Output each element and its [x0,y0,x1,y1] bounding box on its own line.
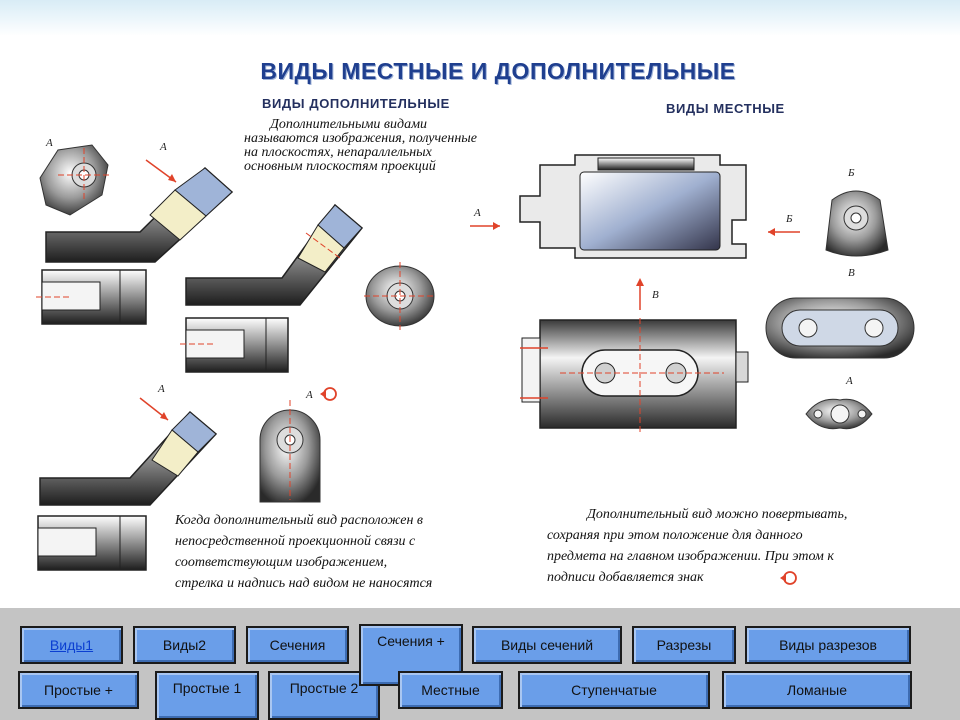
nav-broken-button[interactable]: Ломаные [722,671,912,709]
view-group-local-bottom: В В А [520,267,915,585]
nav-sections-button[interactable]: Сечения [246,626,349,664]
nav-local-button[interactable]: Местные [398,671,503,709]
definition-line-2: называются изображения, полученные [244,131,477,146]
heading-local-views: ВИДЫ МЕСТНЫЕ [666,101,785,116]
label-a-2: А [159,141,167,153]
definition-line-3: на плоскостях, непараллельных [244,145,432,160]
nav-cut-types-button[interactable]: Виды разрезов [745,626,911,664]
nav-simple1-button[interactable]: Простые 1 [155,671,259,720]
note-projection-line-2: непосредственной проекционной связи с [175,534,416,549]
nav-views1-button[interactable]: Виды1 [20,626,123,664]
heading-additional-views: ВИДЫ ДОПОЛНИТЕЛЬНЫЕ [262,96,450,111]
view-group-local-top: А Б Б [470,154,889,259]
nav-simple-plus-button[interactable]: Простые + [18,671,139,709]
note-rotation-line-3: предмета на главном изображении. При это… [547,549,834,564]
label-v-2: В [848,267,855,279]
definition-text: Дополнительными видами называются изобра… [244,118,544,174]
note-projection-line-4: стрелка и надпись над видом не наносятся [175,576,433,591]
note-rotation-line-2: сохраняя при этом положение для данного [547,528,803,543]
definition-line-1: Дополнительными видами [270,117,428,132]
note-projection-line-3: соответствующим изображением, [175,555,388,570]
label-a-6: А [845,375,853,387]
label-a-5: А [473,207,481,219]
nav-views2-button[interactable]: Виды2 [133,626,236,664]
top-gradient-band [0,0,960,36]
note-rotation: Дополнительный вид можно повертывать, со… [547,504,947,588]
label-a-3: А [157,383,165,395]
view-group-bottom-left: А А [37,383,337,571]
nav-section-types-button[interactable]: Виды сечений [472,626,622,664]
note-rotation-line-1: Дополнительный вид можно повертывать, [587,507,848,522]
nav-simple2-button[interactable]: Простые 2 [268,671,380,720]
note-projection-link: Когда дополнительный вид расположен в не… [175,510,530,594]
label-v-1: В [652,289,659,301]
view-group-top-left: А А [36,137,234,325]
label-b-1: Б [785,213,793,225]
note-projection-line-1: Когда дополнительный вид расположен в [175,513,423,528]
definition-line-4: основным плоскостям проекций [244,159,436,174]
label-b-2: Б [847,167,855,179]
technical-drawing: А А А [36,137,915,585]
view-group-middle [180,203,436,373]
nav-cuts-button[interactable]: Разрезы [632,626,736,664]
label-a-4: А [305,389,313,401]
page-title: ВИДЫ МЕСТНЫЕ И ДОПОЛНИТЕЛЬНЫЕ [260,58,736,84]
note-rotation-line-4: подписи добавляется знак [547,570,704,585]
nav-stepped-button[interactable]: Ступенчатые [518,671,710,709]
label-a-1: А [45,137,53,149]
